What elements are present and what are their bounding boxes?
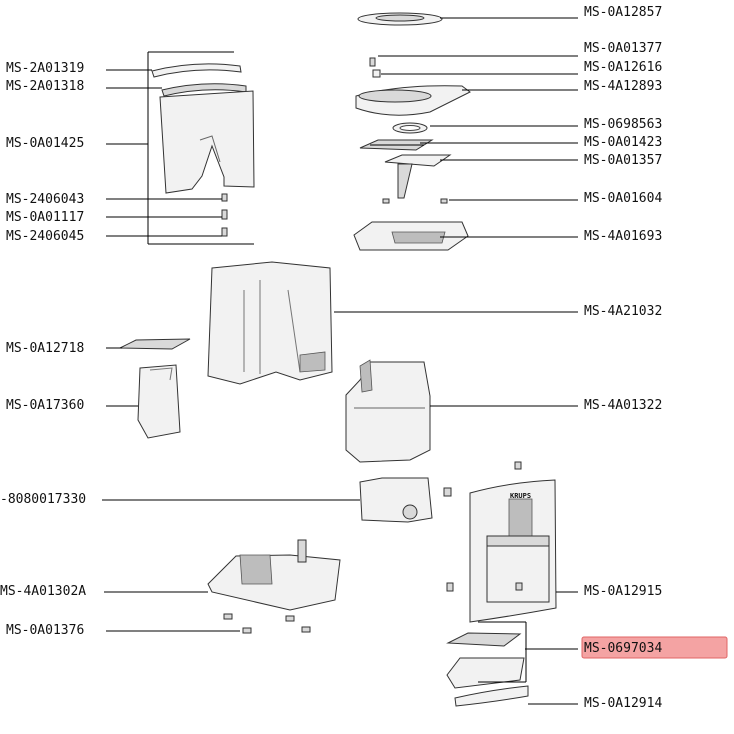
tank-screws-part bbox=[221, 193, 228, 237]
label-ms-0a12718[interactable]: MS-0A12718 bbox=[6, 341, 84, 356]
brand-logo-text: KRUPS bbox=[510, 492, 531, 500]
grid-arm-part bbox=[384, 154, 452, 199]
water-funnel-part bbox=[355, 85, 471, 116]
label-ms-4a12893[interactable]: MS-4A12893 bbox=[584, 79, 662, 94]
brewing-unit-part bbox=[345, 359, 431, 463]
small-tray-part bbox=[119, 338, 191, 350]
base-part bbox=[207, 539, 341, 611]
label-ms-0a01117[interactable]: MS-0A01117 bbox=[6, 210, 84, 225]
label-ms-0a01357[interactable]: MS-0A01357 bbox=[584, 153, 662, 168]
small-pins-part bbox=[382, 198, 448, 204]
front-panel-part: KRUPS bbox=[446, 461, 557, 623]
part-labels-left: MS-2A01319 MS-2A01318 MS-0A01425 MS-2406… bbox=[0, 61, 86, 638]
part-labels-right: MS-0A12857 MS-0A01377 MS-0A12616 MS-4A12… bbox=[584, 5, 662, 711]
label-ms-4a01693[interactable]: MS-4A01693 bbox=[584, 229, 662, 244]
label-ms-0a12915[interactable]: MS-0A12915 bbox=[584, 584, 662, 599]
label-ms-0a01425[interactable]: MS-0A01425 bbox=[6, 136, 84, 151]
label-ms-0a01604[interactable]: MS-0A01604 bbox=[584, 191, 662, 206]
label-ms-2406045[interactable]: MS-2406045 bbox=[6, 229, 84, 244]
pump-module-part bbox=[359, 477, 452, 523]
base-feet-part bbox=[223, 613, 311, 634]
highlighted-part-box[interactable] bbox=[581, 636, 728, 659]
water-tank-part bbox=[159, 90, 255, 194]
grate-part bbox=[359, 139, 434, 151]
label-ms-0a01376[interactable]: MS-0A01376 bbox=[6, 623, 84, 638]
label-ms-2406043[interactable]: MS-2406043 bbox=[6, 192, 84, 207]
label-ms-2a01318[interactable]: MS-2A01318 bbox=[6, 79, 84, 94]
label-ms-0a01377[interactable]: MS-0A01377 bbox=[584, 41, 662, 56]
label-ms-0a12914[interactable]: MS-0A12914 bbox=[584, 696, 662, 711]
label-ms-0a17360[interactable]: MS-0A17360 bbox=[6, 398, 84, 413]
label-ms-0698563[interactable]: MS-0698563 bbox=[584, 117, 662, 132]
gasket-ring-part bbox=[392, 122, 428, 134]
leader-lines bbox=[102, 17, 578, 705]
drip-tray-part bbox=[446, 632, 525, 689]
label-ms-4a01322[interactable]: MS-4A01322 bbox=[584, 398, 662, 413]
main-housing-part bbox=[207, 261, 333, 385]
label-ms-4a21032[interactable]: MS-4A21032 bbox=[584, 304, 662, 319]
label-ms-0a01423[interactable]: MS-0A01423 bbox=[584, 135, 662, 150]
label-ms-0a12857[interactable]: MS-0A12857 bbox=[584, 5, 662, 20]
lid-top-part bbox=[357, 12, 443, 26]
label-ms-2a01319[interactable]: MS-2A01319 bbox=[6, 61, 84, 76]
label-ms-0697034[interactable]: MS-0697034 bbox=[584, 641, 662, 656]
label-ms-8080017330[interactable]: -8080017330 bbox=[0, 492, 86, 507]
small-knob-part bbox=[369, 57, 381, 78]
handle-parts bbox=[151, 63, 247, 97]
cup-container-part bbox=[137, 364, 181, 439]
label-ms-0a12616[interactable]: MS-0A12616 bbox=[584, 60, 662, 75]
label-ms-4a01302a[interactable]: MS-4A01302A bbox=[0, 584, 86, 599]
top-frame-part bbox=[353, 221, 469, 251]
tray-cover-part bbox=[454, 685, 529, 707]
